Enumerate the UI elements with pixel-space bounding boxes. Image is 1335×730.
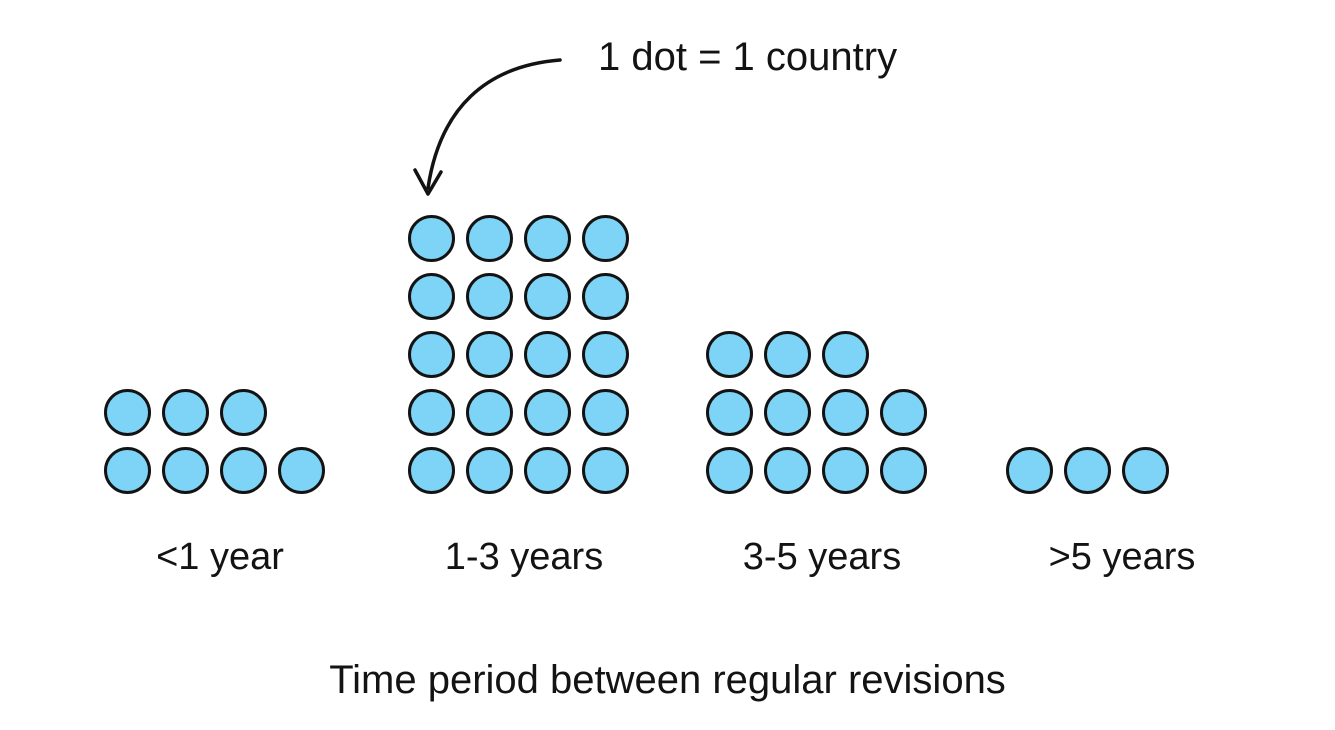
country-dot (582, 447, 629, 494)
category-label: >5 years (1048, 536, 1196, 578)
category-label: 3-5 years (742, 536, 902, 578)
country-dot (466, 273, 513, 320)
country-dot (706, 389, 753, 436)
country-dot (466, 331, 513, 378)
country-dot (220, 447, 267, 494)
country-dot (466, 447, 513, 494)
country-dot (524, 331, 571, 378)
country-dot (1064, 447, 1111, 494)
dot-row (408, 273, 629, 320)
country-dot (524, 389, 571, 436)
country-dot (408, 215, 455, 262)
category-label: 1-3 years (444, 536, 604, 578)
arrow-curve (426, 58, 562, 190)
category-label: <1 year (156, 536, 284, 578)
dot-row (408, 215, 629, 262)
country-dot (524, 447, 571, 494)
country-dot (162, 447, 209, 494)
arrow-head-icon (413, 168, 443, 196)
dot-row (706, 331, 869, 378)
country-dot (104, 447, 151, 494)
country-dot (706, 331, 753, 378)
country-dot (582, 389, 629, 436)
country-dot (104, 389, 151, 436)
country-dot (524, 215, 571, 262)
dot-row (104, 447, 325, 494)
legend-annotation: 1 dot = 1 country (598, 35, 898, 79)
country-dot (466, 215, 513, 262)
dot-row (1006, 447, 1169, 494)
country-dot (822, 447, 869, 494)
country-dot (764, 389, 811, 436)
country-dot (1122, 447, 1169, 494)
country-dot (408, 389, 455, 436)
country-dot (466, 389, 513, 436)
dot-group (408, 215, 629, 494)
country-dot (822, 389, 869, 436)
country-dot (408, 273, 455, 320)
country-dot (880, 389, 927, 436)
country-dot (408, 447, 455, 494)
country-dot (582, 331, 629, 378)
chart-title: Time period between regular revisions (329, 658, 1006, 702)
country-dot (408, 331, 455, 378)
country-dot (220, 389, 267, 436)
country-dot (162, 389, 209, 436)
country-dot (582, 215, 629, 262)
dot-row (408, 447, 629, 494)
country-dot (524, 273, 571, 320)
country-dot (1006, 447, 1053, 494)
dot-group (1006, 447, 1169, 494)
country-dot (278, 447, 325, 494)
dot-group (706, 331, 927, 494)
country-dot (822, 331, 869, 378)
dot-row (104, 389, 267, 436)
dot-row (706, 389, 927, 436)
country-dot (706, 447, 753, 494)
dot-row (408, 389, 629, 436)
country-dot (764, 447, 811, 494)
country-dot (582, 273, 629, 320)
dot-row (408, 331, 629, 378)
dot-row (706, 447, 927, 494)
dot-group (104, 389, 325, 494)
country-dot (880, 447, 927, 494)
country-dot (764, 331, 811, 378)
